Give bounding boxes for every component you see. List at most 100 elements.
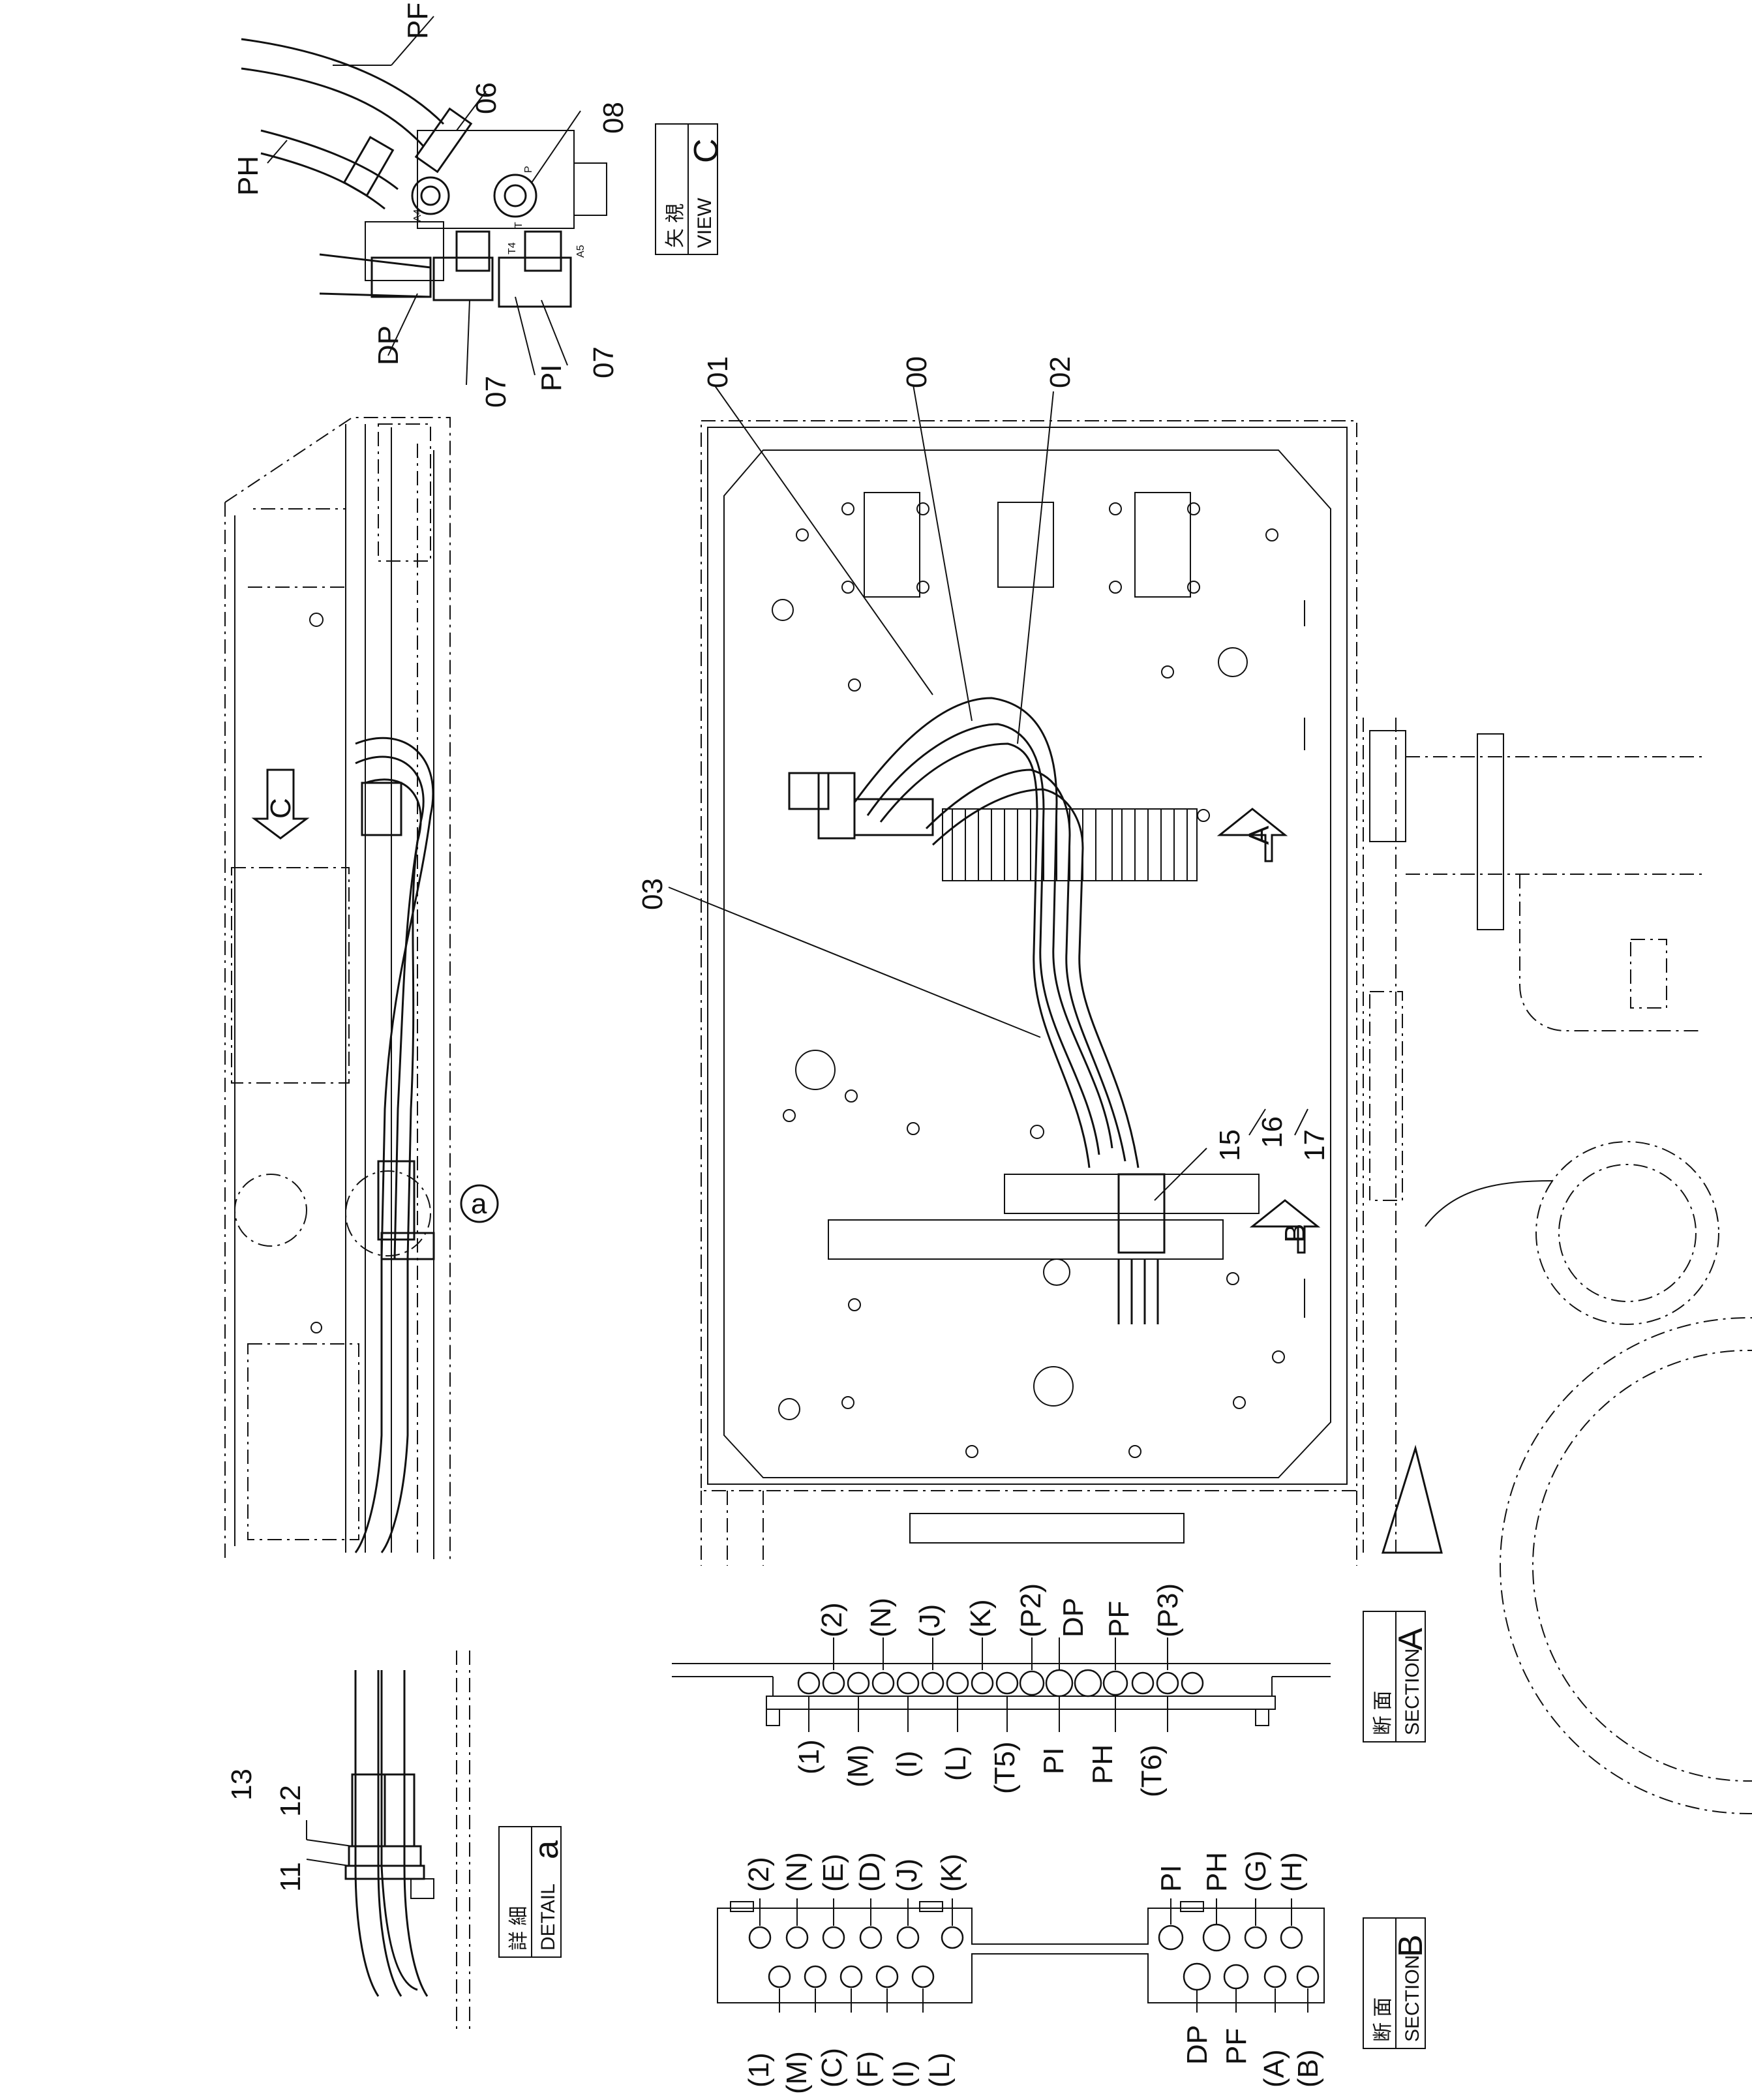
section-b-top-left-label: (J) [891, 1859, 923, 1892]
part-number-03: 03 [637, 878, 669, 910]
section-a-top-label: PF [1103, 1601, 1135, 1637]
detail-label-13: 13 [226, 1769, 258, 1801]
part-number-15: 15 [1214, 1129, 1246, 1161]
section-a-bottom-label: (M) [842, 1744, 874, 1788]
detail-a-drawing [306, 1651, 470, 2029]
view-c-title-box: 矢 視 VIEW C [655, 123, 725, 255]
view-c-label-ph: PH [232, 156, 264, 196]
section-b-letter: B [1392, 1934, 1430, 1957]
port-label-t4: T4 [507, 242, 518, 254]
part-number-02: 02 [1044, 356, 1076, 388]
view-c-drawing [241, 38, 607, 308]
detail-a-text: 13 12 11 詳 細 DETAIL a [226, 1769, 566, 1958]
section-a-top-label: (P3) [1152, 1583, 1184, 1637]
section-b-bottom-left-label: (I) [888, 2060, 920, 2088]
port-label-t: T [513, 222, 524, 228]
section-b-top-left-label: (N) [781, 1852, 813, 1892]
section-a-title-box: 断 面 SECTION A [1363, 1611, 1430, 1742]
section-a-bottom-label: PI [1038, 1747, 1070, 1774]
section-a-bottom-label: PH [1087, 1744, 1119, 1784]
part-number-17: 17 [1299, 1129, 1331, 1161]
port-label-p: P [523, 166, 534, 173]
view-c-letter: C [687, 138, 725, 163]
section-b-bottom-right-label: (A) [1258, 2049, 1290, 2088]
section-b-labels: (2) (N) (E) (D) (J) (K) (1) (M) (C) (F) … [743, 1850, 1324, 2094]
section-b-top-left-label: (D) [854, 1852, 886, 1892]
section-a-title-en: SECTION [1402, 1649, 1423, 1735]
section-a-circles [797, 1669, 1204, 1697]
section-b-bottom-right-label: (B) [1292, 2049, 1324, 2088]
section-a-bottom-label: (L) [940, 1746, 972, 1781]
detail-a-title-en: DETAIL [537, 1883, 559, 1951]
view-c-title-jp: 矢 視 [665, 204, 686, 248]
section-b-bottom-right-label: DP [1181, 2025, 1213, 2065]
view-c-label-07a: 07 [480, 376, 512, 408]
section-a-top-label: (J) [914, 1604, 946, 1637]
section-a-top-labels: (2) (N) (J) (K) (P2) DP PF (P3) [816, 1583, 1184, 1637]
section-a-arrow: A [1216, 808, 1288, 862]
section-a-top-label: (P2) [1015, 1583, 1047, 1637]
section-b-circles [748, 1923, 1320, 1991]
main-plan-part-numbers: 01 00 02 03 15 16 17 [637, 356, 1331, 1161]
section-b-bottom-right-label: PF [1220, 2028, 1252, 2065]
view-c-arrow: C [251, 768, 310, 840]
main-plan-hoses [788, 697, 1166, 1324]
main-plan-frame [701, 420, 1357, 1491]
part-number-16: 16 [1256, 1116, 1288, 1148]
section-a-arrow-letter: A [1243, 825, 1275, 845]
section-a-top-label: (2) [816, 1602, 848, 1637]
view-c-label-pi: PI [536, 364, 567, 391]
view-c-label-07b: 07 [588, 346, 620, 378]
section-a-title-jp: 断 面 [1372, 1691, 1394, 1735]
detail-a-letter: a [528, 1840, 566, 1859]
port-label-a4: A4 [412, 209, 423, 222]
section-b-top-right-label: PI [1155, 1864, 1187, 1892]
side-view-hoses [345, 737, 435, 1553]
section-a-top-label: DP [1057, 1598, 1089, 1637]
view-c-title-en: VIEW [694, 198, 716, 248]
detail-label-11: 11 [275, 1862, 307, 1892]
section-b-bottom-left-label: (M) [781, 2051, 813, 2094]
section-a-bottom-label: (1) [793, 1739, 825, 1774]
section-b-top-left-label: (E) [817, 1853, 849, 1892]
main-plan-bolts [783, 502, 1285, 1458]
section-b-arrow: B [1249, 1199, 1321, 1254]
view-c-label-pf: PF [402, 3, 434, 39]
section-a-bottom-label: (T5) [989, 1741, 1021, 1794]
section-a-drawing [672, 1663, 1331, 1726]
section-b-top-right-label: (H) [1276, 1852, 1308, 1892]
section-a-bottom-labels: (1) (M) (I) (L) (T5) PI PH (T6) [793, 1739, 1168, 1797]
view-c-leaders [267, 16, 581, 386]
view-c-arrow-letter: C [265, 798, 297, 819]
section-b-top-right-label: (G) [1240, 1850, 1272, 1892]
section-b-arrow-letter: B [1279, 1224, 1311, 1243]
part-number-01: 01 [702, 356, 734, 388]
view-c-label-dp: DP [372, 326, 404, 365]
section-b-top-left-label: (2) [743, 1857, 775, 1892]
section-b-top-right-label: PH [1201, 1852, 1233, 1892]
side-view-frame [224, 417, 451, 1559]
section-a-leaders [808, 1637, 1168, 1732]
section-b-drawing [717, 1901, 1325, 2003]
section-a-bottom-label: (I) [891, 1750, 923, 1778]
section-b-title-en: SECTION [1402, 1955, 1423, 2042]
section-b-leaders [759, 1898, 1308, 2013]
detail-a-title-jp: 詳 細 [508, 1906, 530, 1951]
section-a-top-label: (N) [865, 1598, 897, 1637]
section-b-top-left-label: (K) [935, 1853, 967, 1892]
main-plan-leaders [668, 384, 1207, 1201]
view-c-label-06: 06 [470, 82, 502, 114]
section-a-top-label: (K) [965, 1599, 997, 1637]
detail-a-marker: a [460, 1184, 499, 1223]
port-label-a5: A5 [575, 245, 586, 258]
section-b-bottom-left-label: (F) [852, 2051, 884, 2088]
detail-label-12: 12 [275, 1785, 307, 1817]
section-b-title-box: 断 面 SECTION B [1363, 1917, 1430, 2049]
section-b-bottom-left-label: (1) [743, 2052, 775, 2088]
part-number-00: 00 [901, 356, 933, 388]
section-b-bottom-left-label: (C) [816, 2048, 848, 2088]
detail-marker-letter: a [471, 1188, 487, 1220]
section-b-bottom-left-label: (L) [924, 2052, 956, 2088]
